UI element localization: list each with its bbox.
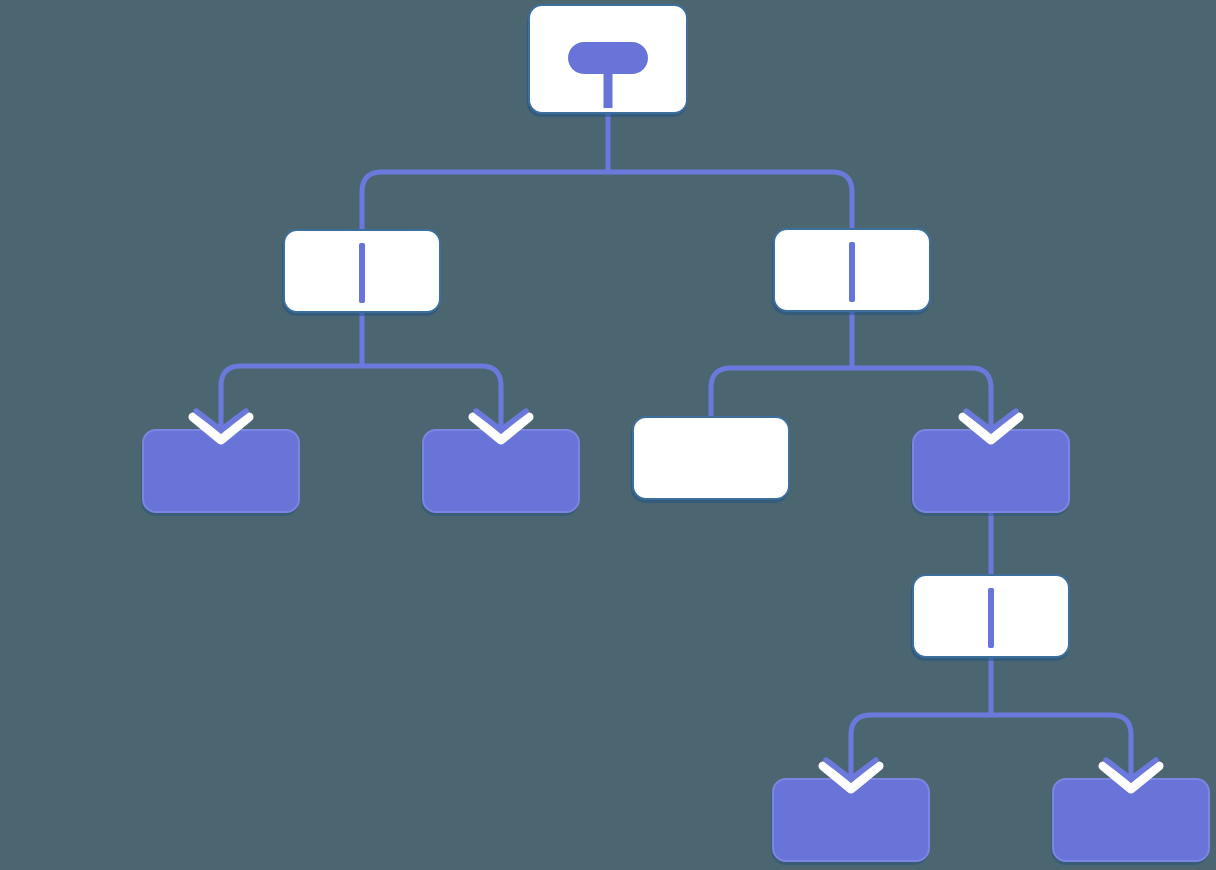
tree-node-right[interactable] (773, 228, 931, 312)
root-pill-stem-icon (603, 70, 613, 108)
tree-node-left-child-2[interactable] (422, 429, 580, 513)
tree-node-right-child-2[interactable] (912, 429, 1070, 513)
vertical-line-icon (988, 588, 994, 648)
tree-node-left[interactable] (283, 229, 441, 313)
root-pill-icon (568, 42, 648, 74)
tree-node-root[interactable] (528, 4, 688, 114)
vertical-line-icon (849, 242, 855, 302)
vertical-line-icon (359, 243, 365, 303)
tree-node-right-child-1[interactable] (632, 416, 790, 500)
tree-node-bottom-child-1[interactable] (772, 778, 930, 862)
tree-node-left-child-1[interactable] (142, 429, 300, 513)
tree-node-right-grandchild[interactable] (912, 574, 1070, 658)
tree-node-bottom-child-2[interactable] (1052, 778, 1210, 862)
